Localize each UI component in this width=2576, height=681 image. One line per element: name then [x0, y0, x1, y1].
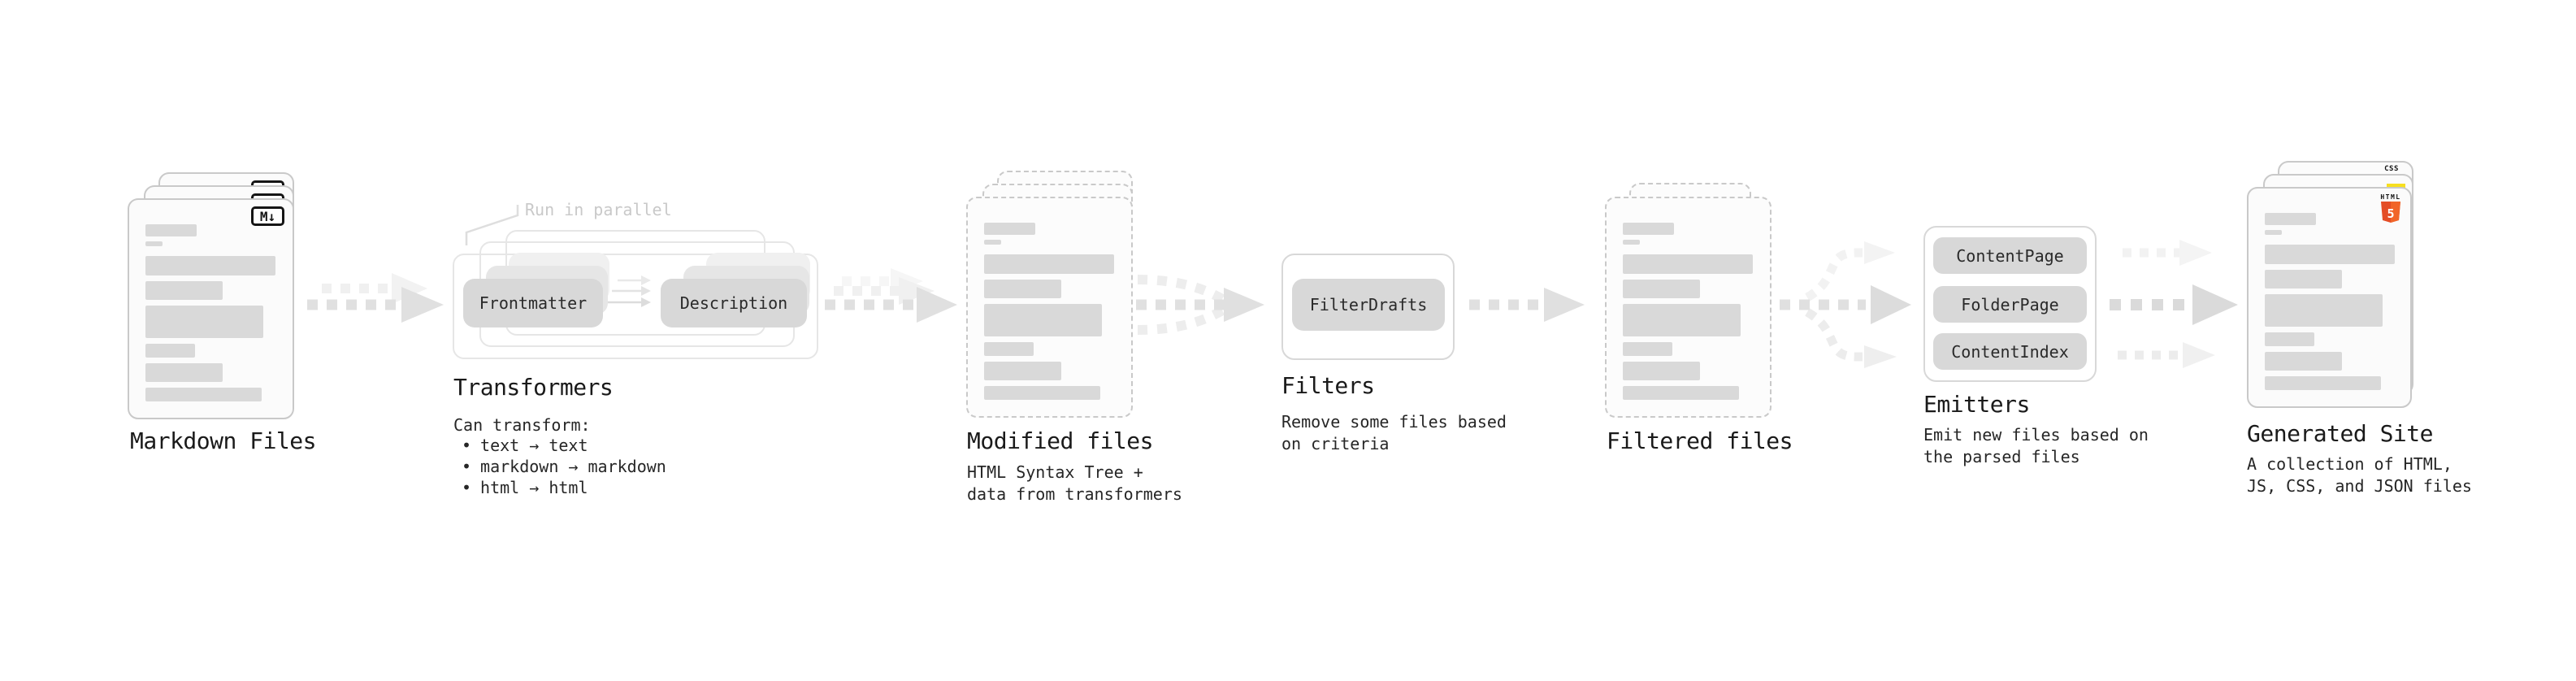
placeholder-bar [984, 362, 1061, 380]
arrow-modified-to-filters-converge [1136, 275, 1264, 335]
generated-site-description: A collection of HTML, JS, CSS, and JSON … [2247, 453, 2472, 497]
bullet-item: • text → text [462, 436, 666, 457]
text-placeholder-bars [2265, 213, 2395, 390]
bullet-text: markdown → markdown [480, 457, 666, 476]
description-chip: Description [661, 279, 807, 327]
arrow-filters-to-filtered [1469, 288, 1585, 322]
placeholder-bar [1623, 254, 1753, 274]
placeholder-bar [984, 304, 1102, 336]
description-line: data from transformers [967, 484, 1182, 504]
arrow-filtered-to-emitters-split [1780, 241, 1911, 368]
placeholder-bar [984, 386, 1100, 400]
html-file-sheet: HTML 5 [2247, 187, 2412, 408]
arrow-transformers-to-modified [825, 268, 957, 323]
bullet-dot: • [462, 478, 472, 497]
markdown-files-label: Markdown Files [130, 427, 317, 454]
placeholder-bar [1623, 386, 1739, 400]
generated-site-label: Generated Site [2247, 420, 2434, 447]
frontmatter-chip: Frontmatter [463, 279, 603, 327]
bullet-text: html → html [480, 478, 588, 497]
html5-shield: 5 [2381, 202, 2400, 223]
placeholder-bar [1623, 223, 1674, 235]
description-line: HTML Syntax Tree + [967, 462, 1143, 482]
placeholder-bar [984, 223, 1035, 235]
description-line: A collection of HTML, [2247, 454, 2452, 474]
emitters-label: Emitters [1923, 391, 2030, 418]
placeholder-bar [145, 363, 223, 382]
filtered-files-stack [1605, 183, 1792, 427]
text-placeholder-bars [984, 223, 1114, 400]
markdown-icon: M↓ [251, 206, 284, 226]
placeholder-bar [145, 388, 262, 401]
description-line: Remove some files based [1281, 412, 1507, 432]
placeholder-bar [2265, 294, 2383, 327]
css-wordmark: CSS [2384, 165, 2399, 173]
contentindex-chip: ContentIndex [1933, 333, 2087, 370]
markdown-file-sheet: M↓ [128, 198, 294, 419]
placeholder-bar [1623, 304, 1741, 336]
transformers-label: Transformers [453, 374, 614, 401]
placeholder-bar [2265, 332, 2314, 346]
description-line: JS, CSS, and JSON files [2247, 476, 2472, 496]
placeholder-bar [2265, 230, 2282, 235]
transformer-group-outline [453, 254, 818, 359]
placeholder-bar [2265, 270, 2342, 288]
arrow-emitters-to-generated [2110, 240, 2238, 368]
html-wordmark: HTML [2380, 193, 2401, 201]
placeholder-bar [2265, 213, 2316, 225]
modified-file-sheet [966, 197, 1133, 418]
placeholder-bar [984, 240, 1001, 245]
html5-icon: HTML 5 [2380, 193, 2401, 223]
placeholder-bar [145, 306, 263, 338]
placeholder-bar [145, 224, 197, 236]
placeholder-bar [984, 280, 1061, 298]
description-line: Emit new files based on [1923, 425, 2149, 445]
placeholder-bar [2265, 352, 2342, 371]
folderpage-chip: FolderPage [1933, 286, 2087, 323]
placeholder-bar [145, 344, 195, 358]
filters-description: Remove some files based on criteria [1281, 411, 1507, 455]
transformers-bullet-list: • text → text • markdown → markdown • html … [462, 436, 666, 499]
filterdrafts-chip: FilterDrafts [1292, 279, 1445, 331]
bullet-item: • markdown → markdown [462, 457, 666, 478]
html5-numeral: 5 [2387, 206, 2394, 221]
markdown-files-stack: M↓ M↓ M↓ [128, 172, 314, 424]
contentpage-chip: ContentPage [1933, 237, 2087, 274]
placeholder-bar [145, 241, 163, 246]
bullet-dot: • [462, 436, 472, 455]
modified-files-description: HTML Syntax Tree + data from transformer… [967, 462, 1182, 505]
emitters-description: Emit new files based on the parsed files [1923, 424, 2149, 468]
placeholder-bar [1623, 240, 1640, 245]
placeholder-bar [984, 342, 1034, 356]
placeholder-bar [1623, 280, 1700, 298]
placeholder-bar [984, 254, 1114, 274]
filters-label: Filters [1281, 372, 1375, 399]
placeholder-bar [2265, 376, 2381, 390]
modified-files-stack [966, 171, 1153, 423]
placeholder-bar [1623, 362, 1700, 380]
placeholder-bar [2265, 245, 2395, 264]
filtered-file-sheet [1605, 197, 1772, 418]
bullet-item: • html → html [462, 478, 666, 499]
bullet-text: text → text [480, 436, 588, 455]
modified-files-label: Modified files [967, 427, 1154, 454]
placeholder-bar [145, 281, 223, 300]
description-line: on criteria [1281, 434, 1390, 453]
description-line: the parsed files [1923, 447, 2080, 466]
placeholder-bar [1623, 342, 1672, 356]
placeholder-bar [145, 256, 275, 275]
generated-site-stack: CSS HTML 5 [2247, 161, 2434, 413]
arrow-markdown-to-transformers [307, 273, 444, 323]
text-placeholder-bars [145, 224, 275, 401]
bullet-dot: • [462, 457, 472, 476]
run-in-parallel-note: Run in parallel [525, 200, 672, 219]
text-placeholder-bars [1623, 223, 1753, 400]
filtered-files-label: Filtered files [1607, 427, 1793, 454]
transformers-description-title: Can transform: [453, 415, 591, 435]
